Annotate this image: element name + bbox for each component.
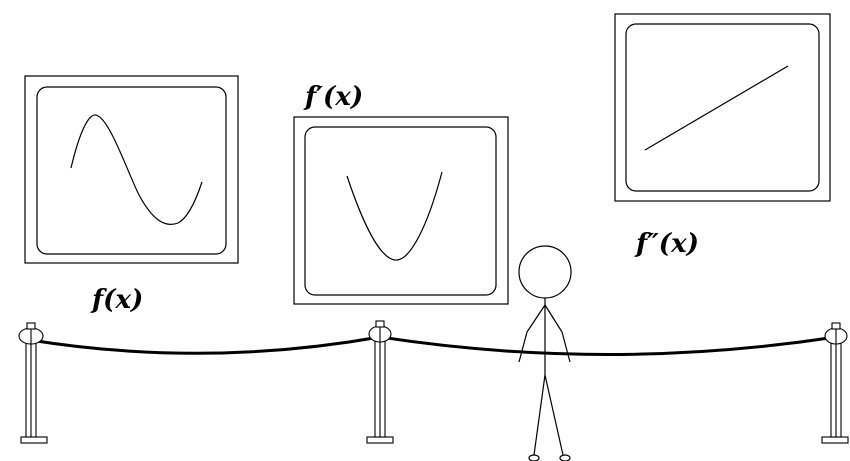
parabola-curve — [346, 171, 443, 261]
rope-left — [29, 335, 381, 355]
post-middle — [366, 320, 394, 444]
stick-figure-right-foot — [559, 454, 571, 461]
painting-fprime-frame — [293, 116, 509, 305]
painting-f-frame — [24, 75, 239, 264]
painting-f-canvas — [36, 86, 227, 255]
painting-fdoubleprime-frame — [614, 13, 831, 202]
sine-curve — [70, 114, 203, 225]
rope-right — [379, 335, 837, 356]
stick-figure-right-arm-lower — [561, 331, 571, 363]
painting-fprime: f′(x) — [293, 82, 509, 305]
stick-figure-left-arm-lower — [518, 331, 528, 363]
painting-fdoubleprime: f″(x) — [614, 13, 831, 259]
painting-fdoubleprime-canvas — [625, 23, 820, 192]
rope-barrier — [18, 320, 849, 444]
painting-f: f(x) — [24, 75, 239, 315]
stick-figure-right-leg — [544, 374, 564, 456]
label-fdoubleprime: f″(x) — [634, 229, 699, 259]
painting-fprime-canvas — [304, 126, 497, 296]
stick-figure-left-foot — [528, 454, 540, 461]
line-curve — [644, 65, 789, 151]
stick-figure-left-leg — [533, 374, 546, 456]
label-f: f(x) — [90, 285, 143, 315]
label-fprime: f′(x) — [303, 82, 363, 112]
stick-figure-head — [518, 245, 572, 299]
post-right — [821, 322, 849, 444]
post-left — [18, 322, 48, 444]
stick-figure-right-arm-upper — [544, 304, 563, 333]
stick-figure — [518, 245, 572, 461]
stick-figure-left-arm-upper — [526, 304, 546, 333]
